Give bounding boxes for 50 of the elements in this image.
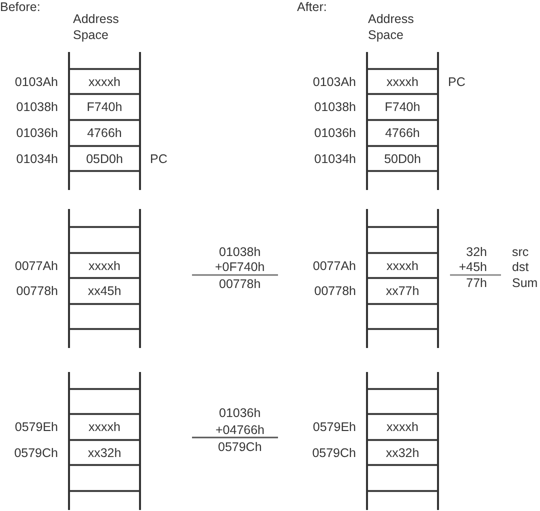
address-label: 01038h bbox=[314, 100, 356, 114]
pointer-label: PC bbox=[150, 152, 168, 166]
address-label: 0077Ah bbox=[312, 258, 356, 272]
address-label: 01034h bbox=[16, 152, 58, 166]
cell-value: xxxxh bbox=[386, 74, 418, 88]
address-label: 00778h bbox=[16, 284, 58, 298]
address-label: 0579Ch bbox=[312, 446, 356, 460]
calc-value: 0579Ch bbox=[218, 440, 262, 454]
cell-value: xx77h bbox=[386, 284, 420, 298]
address-label: 0103Ah bbox=[312, 74, 356, 88]
address-label: 00778h bbox=[314, 284, 356, 298]
operand-label: src bbox=[512, 245, 529, 259]
column-heading: Address Space bbox=[73, 11, 120, 43]
column-heading: Address Space bbox=[368, 11, 415, 43]
calc-value: +0F740h bbox=[215, 260, 265, 274]
cell-value: xx45h bbox=[88, 284, 122, 298]
cell-value: F740h bbox=[86, 100, 122, 114]
calc-value: 77h bbox=[466, 276, 487, 290]
cell-value: xx32h bbox=[88, 446, 122, 460]
cell-value: xx32h bbox=[386, 446, 420, 460]
address-label: 01034h bbox=[314, 152, 356, 166]
panel-heading: After: bbox=[297, 0, 327, 14]
address-label: 01036h bbox=[314, 126, 356, 140]
cell-value: xxxxh bbox=[88, 258, 120, 272]
cell-value: 50D0h bbox=[384, 152, 421, 166]
cell-value: F740h bbox=[384, 100, 420, 114]
operand-label: Sum bbox=[512, 276, 538, 290]
calc-value: 32h bbox=[466, 245, 487, 259]
cell-value: 4766h bbox=[87, 126, 122, 140]
address-label: 0579Ch bbox=[14, 446, 58, 460]
pointer-label: PC bbox=[448, 74, 466, 88]
cell-value: xxxxh bbox=[88, 420, 120, 434]
address-label: 0077Ah bbox=[14, 258, 58, 272]
calc-value: +45h bbox=[458, 260, 487, 274]
address-label: 01036h bbox=[16, 126, 58, 140]
calc-value: 01038h bbox=[219, 245, 261, 259]
address-label: 0103Ah bbox=[14, 74, 58, 88]
cell-value: xxxxh bbox=[386, 420, 418, 434]
calc-value: +04766h bbox=[216, 422, 265, 436]
operand-label: dst bbox=[512, 260, 529, 274]
address-label: 01038h bbox=[16, 100, 58, 114]
address-label: 0579Eh bbox=[14, 420, 58, 434]
cell-value: 05D0h bbox=[86, 152, 123, 166]
calc-value: 01036h bbox=[219, 406, 261, 420]
cell-value: 4766h bbox=[385, 126, 420, 140]
cell-value: xxxxh bbox=[386, 258, 418, 272]
panel-heading: Before: bbox=[0, 0, 40, 14]
calc-value: 00778h bbox=[219, 277, 261, 291]
address-label: 0579Eh bbox=[312, 420, 356, 434]
cell-value: xxxxh bbox=[88, 74, 120, 88]
